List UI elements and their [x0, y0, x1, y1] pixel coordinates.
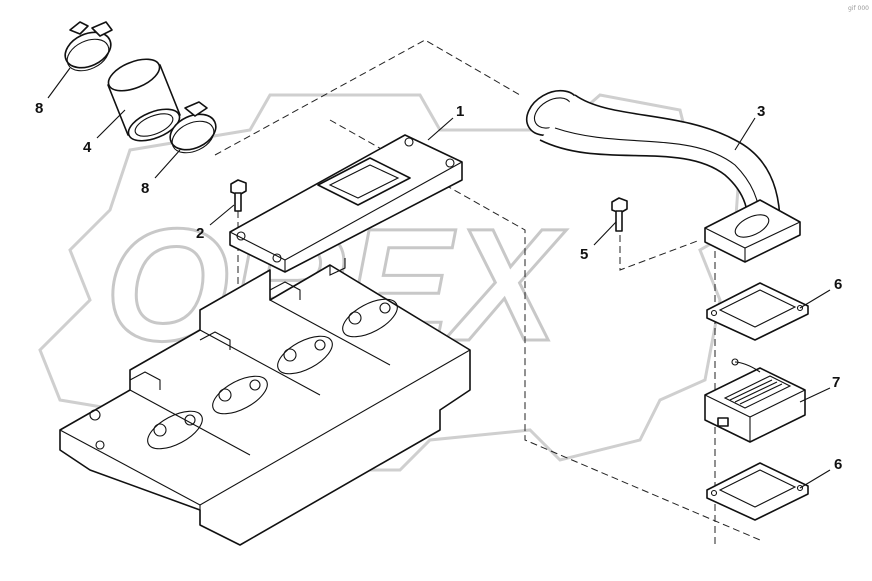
callout-1: 1: [456, 103, 464, 120]
callout-4: 4: [83, 139, 92, 156]
cylinder-head: [59, 258, 471, 546]
leader-lines: [47, 67, 831, 489]
intake-pipe: [525, 89, 801, 263]
callout-labels: 1 2 3 4 5 6 6 7 8 8: [35, 100, 842, 473]
gasket-lower: [706, 462, 809, 521]
callout-8-top: 8: [35, 100, 43, 117]
callout-2: 2: [196, 225, 204, 242]
corner-mark: gif 000: [848, 5, 869, 12]
grid-heater: [704, 358, 806, 443]
bolt-5: [611, 197, 628, 232]
hose-clamp-bottom: [169, 101, 217, 154]
gasket-upper: [706, 282, 809, 341]
hose-sleeve: [107, 58, 181, 142]
callout-5: 5: [580, 246, 588, 263]
callout-3: 3: [757, 103, 765, 120]
bolt-2: [230, 179, 247, 212]
callout-6-upper: 6: [834, 276, 842, 293]
callout-7: 7: [832, 374, 840, 391]
callout-6-lower: 6: [834, 456, 842, 473]
hose-clamp-top: [64, 21, 113, 72]
callout-8-bottom: 8: [141, 180, 149, 197]
intake-cover-plate: [229, 134, 463, 273]
